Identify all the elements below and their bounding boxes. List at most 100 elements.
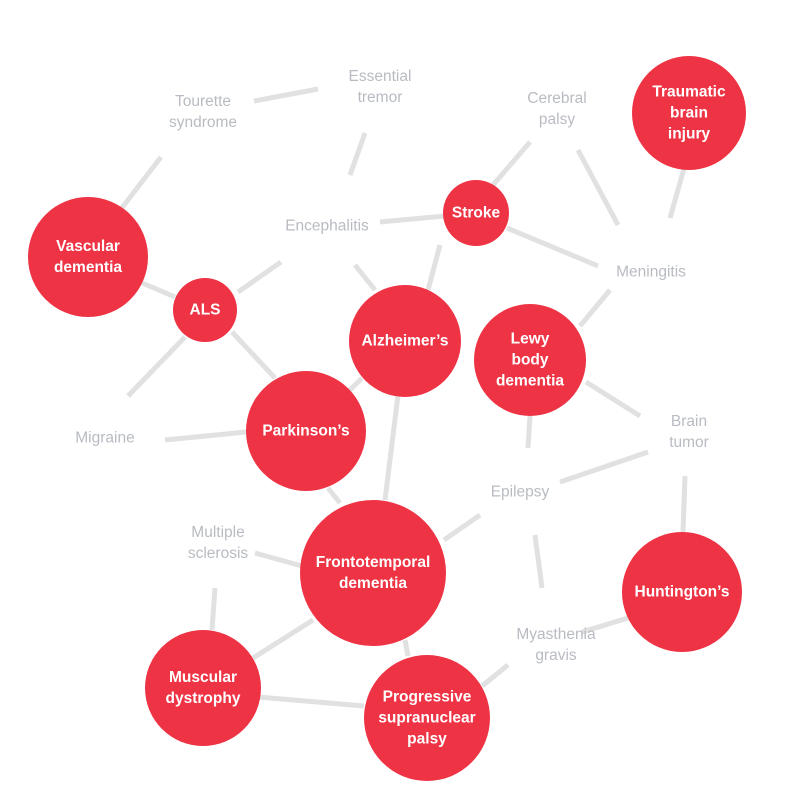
meningitis-label-line: Meningitis — [616, 264, 686, 281]
connection-line — [584, 379, 642, 419]
connection-line — [506, 225, 599, 269]
traumatic-brain-injury-circle — [632, 56, 746, 170]
connection-line — [442, 512, 482, 543]
huntingtons-label-line: Huntington’s — [635, 584, 730, 601]
progressive-supranuclear-palsy-label-line: Progressive — [383, 689, 472, 706]
connection-line — [525, 415, 533, 449]
multiple-sclerosis-label: Multiple sclerosis — [188, 524, 249, 562]
tourette-syndrome-node: Tourette syndrome — [169, 93, 237, 131]
vascular-dementia-label-line: dementia — [54, 259, 122, 276]
traumatic-brain-injury-label-line: injury — [668, 126, 711, 143]
stroke-label-line: Stroke — [452, 205, 501, 222]
huntingtons-node: Huntington’s — [622, 532, 742, 652]
connection-line — [164, 429, 247, 443]
cerebral-palsy-label-line: palsy — [539, 111, 575, 128]
muscular-dystrophy-label-line: Muscular — [169, 669, 237, 686]
connection-line — [230, 330, 277, 380]
connection-line — [680, 475, 688, 533]
multiple-sclerosis-label-line: Multiple — [191, 524, 244, 541]
alzheimers-node: Alzheimer’s — [349, 285, 461, 397]
connection-line — [480, 663, 510, 688]
encephalitis-label-line: Encephalitis — [285, 218, 369, 235]
connection-line — [253, 86, 319, 104]
migraine-label-line: Migraine — [75, 430, 134, 447]
parkinsons-label-line: Parkinson’s — [262, 423, 349, 440]
cerebral-palsy-label-line: Cerebral — [527, 90, 586, 107]
tourette-syndrome-label-line: Tourette — [175, 93, 231, 110]
epilepsy-label: Epilepsy — [491, 484, 550, 501]
myasthenia-gravis-label: Myasthenia gravis — [516, 626, 596, 664]
huntingtons-label: Huntington’s — [635, 584, 730, 601]
parkinsons-circle — [246, 371, 366, 491]
migraine-node: Migraine — [75, 430, 134, 447]
progressive-supranuclear-palsy-label-line: palsy — [407, 731, 447, 748]
connection-line — [581, 615, 629, 635]
vascular-dementia-circle — [28, 197, 148, 317]
connection-line — [236, 259, 283, 295]
frontotemporal-dementia-label-line: dementia — [339, 575, 407, 592]
frontotemporal-dementia-circle — [300, 500, 446, 646]
connection-line — [559, 449, 649, 485]
connection-line — [667, 164, 688, 219]
stroke-node: Stroke — [443, 180, 509, 246]
als-circle — [173, 278, 237, 342]
connection-line — [209, 587, 218, 631]
lewy-body-dementia-circle — [474, 304, 586, 416]
myasthenia-gravis-label-line: gravis — [535, 647, 577, 664]
progressive-supranuclear-palsy-label-line: supranuclear — [378, 710, 475, 727]
stroke-circle — [443, 180, 509, 246]
connection-lines — [116, 86, 688, 709]
connection-line — [578, 288, 612, 328]
parkinsons-label: Parkinson’s — [262, 423, 349, 440]
epilepsy-node: Epilepsy — [491, 484, 550, 501]
epilepsy-label-line: Epilepsy — [491, 484, 550, 501]
connection-line — [491, 140, 532, 187]
connection-line — [126, 335, 187, 398]
brain-tumor-label-line: tumor — [669, 434, 709, 451]
als-label: ALS — [190, 302, 221, 319]
lewy-body-dementia-label-line: dementia — [496, 373, 564, 390]
connection-line — [116, 155, 163, 215]
connection-line — [251, 617, 315, 661]
connection-line — [382, 394, 401, 501]
connection-line — [379, 213, 446, 225]
traumatic-brain-injury-label-line: Traumatic — [652, 84, 726, 101]
als-node: ALS — [173, 278, 237, 342]
lewy-body-dementia-label-line: body — [511, 352, 548, 369]
parkinsons-node: Parkinson’s — [246, 371, 366, 491]
frontotemporal-dementia-label-line: Frontotemporal — [316, 554, 431, 571]
cerebral-palsy-label: Cerebral palsy — [527, 90, 586, 128]
migraine-label: Migraine — [75, 430, 134, 447]
muscular-dystrophy-node: Muscular dystrophy — [145, 630, 261, 746]
muscular-dystrophy-label-line: dystrophy — [166, 690, 241, 707]
muscular-dystrophy-circle — [145, 630, 261, 746]
essential-tremor-label-line: Essential — [349, 68, 412, 85]
tourette-syndrome-label: Tourette syndrome — [169, 93, 237, 131]
meningitis-node: Meningitis — [616, 264, 686, 281]
multiple-sclerosis-label-line: sclerosis — [188, 545, 249, 562]
tourette-syndrome-label-line: syndrome — [169, 114, 237, 131]
connection-line — [353, 263, 377, 292]
progressive-supranuclear-palsy-label: Progressive supranuclear palsy — [378, 689, 475, 748]
frontotemporal-dementia-node: Frontotemporal dementia — [300, 500, 446, 646]
encephalitis-node: Encephalitis — [285, 218, 369, 235]
myasthenia-gravis-label-line: Myasthenia — [516, 626, 596, 643]
connection-line — [139, 279, 176, 300]
connection-line — [257, 694, 365, 709]
connection-line — [254, 550, 303, 569]
myasthenia-gravis-node: Myasthenia gravis — [516, 626, 596, 664]
huntingtons-circle — [622, 532, 742, 652]
stroke-label: Stroke — [452, 205, 501, 222]
connection-line — [347, 132, 368, 176]
als-label-line: ALS — [190, 302, 221, 319]
connection-line — [575, 148, 621, 227]
